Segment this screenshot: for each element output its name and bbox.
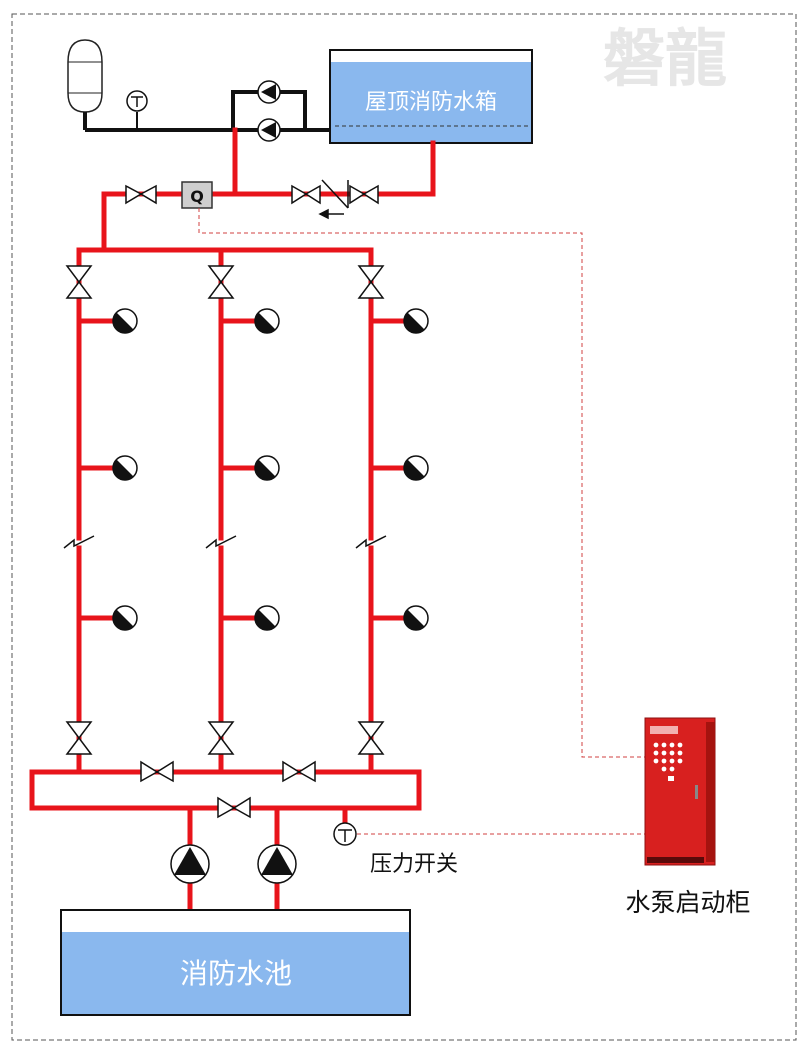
gate-valve-icon (362, 184, 379, 205)
gate-valve-icon (357, 736, 385, 755)
pipe-break-symbols (63, 535, 387, 549)
hydrant-icon (112, 308, 138, 334)
gate-valve-icon (139, 184, 157, 205)
signal-lines (198, 208, 645, 835)
gate-valve-icon (65, 721, 93, 740)
hydrant-icon (403, 455, 429, 481)
gate-valve-icon (207, 721, 235, 740)
gate-valves-vertical (65, 265, 385, 755)
gate-valve-icon (297, 760, 316, 783)
fire-pump-icon (257, 844, 297, 884)
fire-pump-icon (170, 844, 210, 884)
hydrant-icon (403, 605, 429, 631)
pump-cabinet-label: 水泵启动柜 (625, 888, 750, 917)
gate-valve-icon (125, 184, 143, 205)
gate-valve-icon (282, 760, 301, 783)
flow-switch-label: Q (190, 187, 204, 206)
gate-valve-icon (207, 736, 235, 755)
gate-valve-icon (349, 184, 366, 205)
gate-valve-icon (207, 280, 235, 299)
fire-water-pool: 消防水池 (60, 909, 411, 1016)
hydrant-icon (254, 455, 280, 481)
gate-valve-icon (65, 736, 93, 755)
pump-control-cabinet (644, 717, 716, 866)
gate-valve-icon (304, 184, 321, 205)
pipe-break-icon (355, 535, 387, 549)
stabilizer-pump-icon (257, 80, 281, 104)
gate-valve-icon (155, 760, 174, 783)
diagram-border (11, 13, 797, 1041)
gate-valve-icon (357, 721, 385, 740)
roof-tank-label: 屋顶消防水箱 (365, 90, 497, 115)
gate-valve-icon (357, 265, 385, 284)
pressure-switch-icon (333, 822, 357, 846)
flow-switch: Q (181, 181, 213, 209)
red-pipe-network (29, 127, 436, 915)
gate-valve-icon (65, 280, 93, 299)
hydrant-icon (403, 308, 429, 334)
pipe-break-icon (63, 535, 95, 549)
gate-valve-icon (357, 280, 385, 299)
gate-valve-icon (232, 796, 251, 819)
gate-valve-icon (207, 265, 235, 284)
gate-valve-icon (217, 796, 236, 819)
roof-water-tank: 屋顶消防水箱 (329, 49, 533, 144)
stabilizer-pipework (85, 90, 330, 132)
hydrant-icon (254, 308, 280, 334)
gate-valve-icon (65, 265, 93, 284)
pressure-gauge-icon (126, 90, 148, 130)
gate-valve-icon (140, 760, 159, 783)
fire-pool-label: 消防水池 (180, 957, 292, 990)
hydrant-icon (254, 605, 280, 631)
gate-valve-icon (291, 184, 308, 205)
hydrant-icon (112, 605, 138, 631)
gate-valves-horizontal (125, 184, 379, 819)
pressure-tank (67, 39, 103, 130)
pressure-switch-label: 压力开关 (370, 852, 458, 877)
watermark-text: 磐龍 (603, 22, 727, 95)
pipe-break-icon (205, 535, 237, 549)
stabilizer-pump-icon (257, 118, 281, 142)
check-valve-icon (318, 179, 349, 220)
hydrant-icon (112, 455, 138, 481)
